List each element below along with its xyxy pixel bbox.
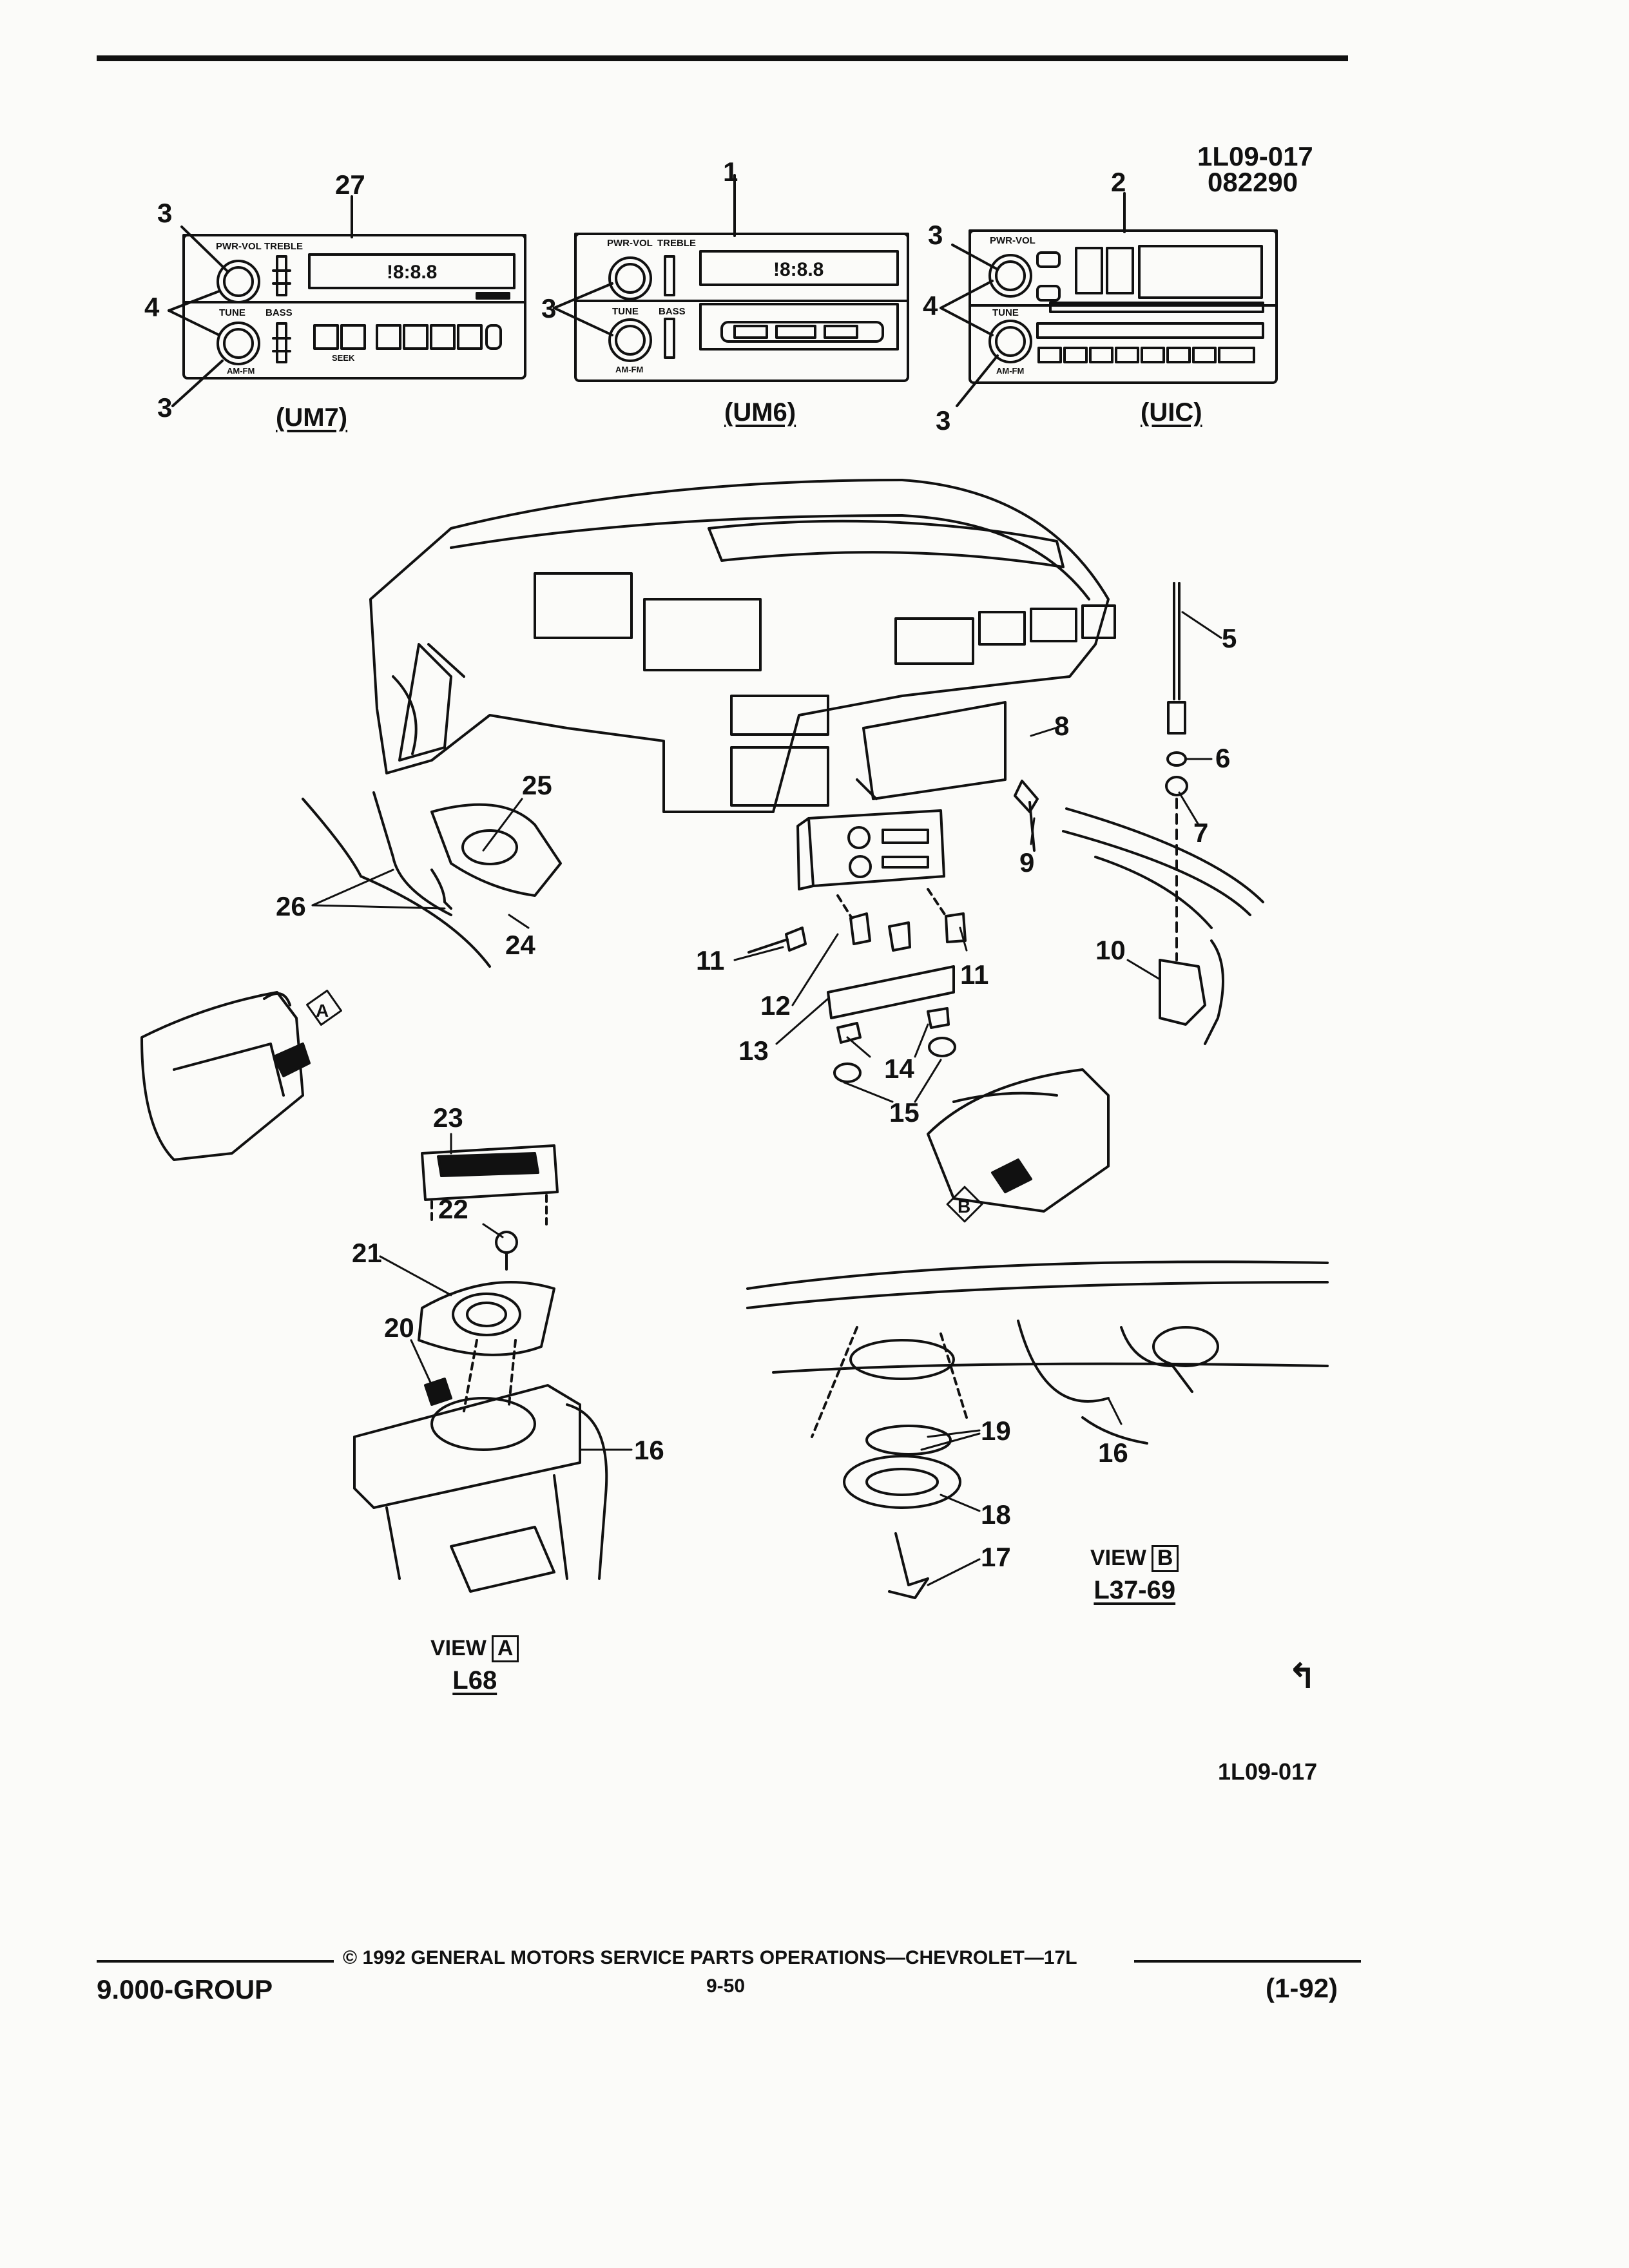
callout-22: 22: [438, 1194, 468, 1224]
callout-11-right: 11: [960, 959, 989, 990]
callout-18: 18: [981, 1499, 1011, 1530]
view-a-word: VIEW: [430, 1636, 487, 1660]
callout-21: 21: [352, 1238, 382, 1268]
callout-15: 15: [889, 1097, 920, 1128]
callout-3-uic-bottom: 3: [936, 405, 951, 436]
svg-text:AM-FM: AM-FM: [227, 366, 255, 376]
svg-text:PWR-VOL: PWR-VOL: [216, 241, 262, 252]
footer-rule-right: [1134, 1960, 1361, 1963]
svg-text:SEEK: SEEK: [332, 353, 355, 363]
footer-group: 9.000-GROUP: [97, 1974, 273, 2004]
header-rule: [97, 55, 1348, 61]
callout-20: 20: [384, 1312, 414, 1343]
callout-4-um7: 4: [144, 292, 160, 322]
callout-10: 10: [1095, 935, 1126, 965]
ship-mark-icon: ↰: [1287, 1656, 1317, 1696]
callout-23: 23: [433, 1102, 463, 1133]
callout-2: 2: [1111, 167, 1126, 197]
radio-label-um7: (UM7): [276, 403, 348, 432]
callout-3-um6: 3: [541, 293, 557, 323]
callout-9: 9: [1019, 847, 1035, 878]
callout-13: 13: [738, 1035, 769, 1066]
svg-text:BASS: BASS: [659, 306, 686, 317]
callout-7: 7: [1193, 818, 1209, 848]
view-b-word: VIEW: [1090, 1546, 1146, 1570]
radio-uic-drawing: PWR-VOL TUNE AM-FM: [940, 192, 1278, 407]
radio-um6-drawing: PWR-VOL TREBLE TUNE BASS !8:8.8 AM-FM: [553, 174, 909, 382]
radio-label-uic: (UIC): [1141, 398, 1202, 427]
callout-11-left: 11: [696, 945, 725, 975]
svg-text:TREBLE: TREBLE: [657, 238, 696, 249]
callout-3-uic-top: 3: [928, 220, 943, 250]
callout-14: 14: [884, 1053, 914, 1084]
callout-26: 26: [276, 891, 306, 921]
callout-4-uic: 4: [923, 291, 938, 321]
callout-25: 25: [522, 770, 552, 800]
svg-text:BASS: BASS: [265, 307, 293, 318]
view-ref-markers: [306, 990, 983, 1223]
antenna-drawing: [1062, 582, 1264, 1045]
svg-text:AM-FM: AM-FM: [996, 366, 1024, 376]
figure-id-bottom: 1L09-017: [1218, 1758, 1318, 1785]
svg-text:!8:8.8: !8:8.8: [773, 259, 824, 280]
footer-revision: (1-92): [1266, 1973, 1338, 2003]
svg-text:AM-FM: AM-FM: [615, 365, 643, 374]
footer-rule-left: [97, 1960, 334, 1963]
callout-12: 12: [760, 990, 791, 1021]
footer-page-number: 9-50: [706, 1975, 746, 1997]
callout-5: 5: [1222, 623, 1237, 653]
view-b-speaker-drawing: [746, 1260, 1329, 1599]
svg-text:TUNE: TUNE: [992, 307, 1019, 318]
view-b-code: L37-69: [1094, 1575, 1176, 1604]
view-a-locator-drawing: [140, 991, 311, 1161]
radio-label-um6: (UM6): [724, 398, 796, 427]
svg-text:PWR-VOL: PWR-VOL: [990, 235, 1036, 246]
view-b-letter: B: [1151, 1545, 1179, 1572]
callout-leaders: [311, 611, 1222, 1586]
svg-text:!8:8.8: !8:8.8: [387, 262, 437, 283]
svg-text:PWR-VOL: PWR-VOL: [607, 238, 653, 249]
callout-1: 1: [723, 157, 738, 187]
svg-text:TUNE: TUNE: [219, 307, 246, 318]
callout-27: 27: [335, 169, 365, 200]
figure-date: 082290: [1208, 167, 1298, 197]
svg-text:A: A: [316, 1001, 329, 1021]
svg-text:B: B: [958, 1196, 970, 1216]
callout-3-um7-bottom: 3: [157, 392, 173, 423]
callout-8: 8: [1054, 711, 1070, 741]
svg-text:TUNE: TUNE: [612, 306, 639, 317]
view-a-letter: A: [491, 1635, 519, 1662]
figure-id: 1L09-017: [1197, 141, 1313, 171]
radio-receiver-drawing: [747, 780, 1039, 1083]
footer-copyright: © 1992 GENERAL MOTORS SERVICE PARTS OPER…: [343, 1947, 1077, 1968]
callout-16-view-b: 16: [1098, 1437, 1128, 1468]
radio-um7-drawing: PWR-VOL TREBLE TUNE BASS !8:8.8 AM-FM SE…: [168, 195, 526, 407]
instrument-panel-drawing: [369, 479, 1116, 813]
view-a-speaker-drawing: [353, 1144, 608, 1593]
callout-6: 6: [1215, 743, 1231, 773]
view-a-code: L68: [452, 1666, 497, 1695]
callout-16-view-a: 16: [634, 1435, 664, 1465]
callout-24: 24: [505, 930, 535, 960]
view-b-locator-drawing: [927, 1068, 1110, 1213]
callout-3-um7-top: 3: [157, 198, 173, 228]
callout-19: 19: [981, 1416, 1011, 1446]
callout-17: 17: [981, 1542, 1011, 1572]
svg-text:TREBLE: TREBLE: [264, 241, 303, 252]
